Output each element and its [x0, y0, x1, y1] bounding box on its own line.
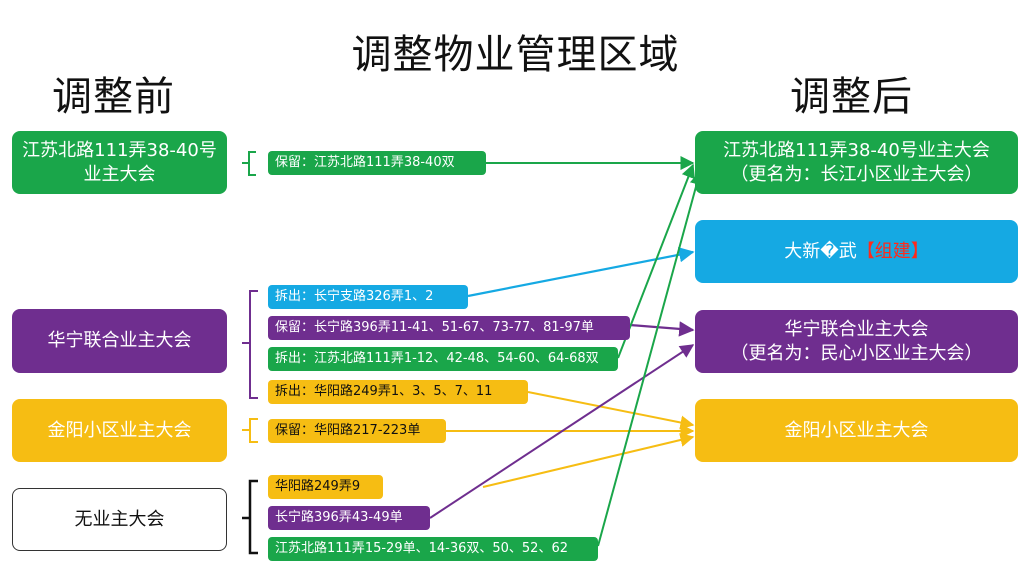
arrow-t7 [482, 433, 695, 488]
tag-changning-43-49: 长宁路396弄43-49单 [268, 506, 430, 530]
diagram-title: 调整物业管理区域 [351, 32, 680, 78]
before-jinyang-label: 金阳小区业主大会 [47, 419, 192, 441]
arrow-t9 [597, 170, 704, 547]
arrow-t5 [527, 391, 695, 430]
after-daxin-note: 【组建】 [856, 240, 929, 262]
before-heading: 调整前 [52, 74, 175, 120]
before-none-label: 无业主大会 [74, 508, 165, 530]
bracket-huaning [242, 290, 258, 399]
before-jiangsu-box: 江苏北路111弄38-40号业主大会 [12, 131, 227, 194]
bracket-jinyang [242, 418, 258, 443]
tag-jiangsu-mixed: 江苏北路111弄15-29单、14-36双、50、52、62 [268, 537, 598, 561]
after-jinyang-label: 金阳小区业主大会 [784, 419, 929, 441]
tag-keep-jiangsu: 保留：江苏北路111弄38-40双 [268, 151, 486, 175]
after-huaning-box: 华宁联合业主大会 （更名为：民心小区业主大会） [695, 310, 1018, 373]
after-huaning-line2: （更名为：民心小区业主大会） [730, 342, 983, 364]
tag-split-changning-zhilu: 拆出：长宁支路326弄1、2 [268, 285, 468, 309]
tag-split-jiangsu: 拆出：江苏北路111弄1-12、42-48、54-60、64-68双 [268, 347, 618, 371]
after-daxin-box: 大新�武【组建】 [695, 220, 1018, 283]
after-daxin-name: 大新�武 [784, 240, 857, 262]
before-huaning-label: 华宁联合业主大会 [47, 330, 192, 351]
after-huaning-line1: 华宁联合业主大会 [784, 318, 929, 340]
tag-keep-huayang: 保留：华阳路217-223单 [268, 419, 446, 443]
after-jiangsu-line2: （更名为：长江小区业主大会） [730, 163, 983, 185]
bracket-none [242, 479, 258, 555]
after-jinyang-box: 金阳小区业主大会 [695, 399, 1018, 462]
after-jiangsu-box: 江苏北路111弄38-40号业主大会 （更名为：长江小区业主大会） [695, 131, 1018, 194]
arrow-t8 [429, 344, 695, 519]
after-jiangsu-line1: 江苏北路111弄38-40号业主大会 [723, 139, 990, 161]
tag-split-huayang: 拆出：华阳路249弄1、3、5、7、11 [268, 380, 528, 404]
tag-keep-changning: 保留：长宁路396弄11-41、51-67、73-77、81-97单 [268, 316, 630, 340]
before-jiangsu-label: 江苏北路111弄38-40号业主大会 [22, 139, 217, 185]
before-jinyang-box: 金阳小区业主大会 [12, 399, 227, 462]
arrow-t2 [467, 247, 695, 298]
bracket-jiangsu [242, 151, 256, 176]
before-none-box: 无业主大会 [12, 488, 227, 551]
tag-huayang-9: 华阳路249弄9 [268, 475, 383, 499]
after-heading: 调整后 [790, 74, 913, 120]
before-huaning-box: 华宁联合业主大会 [12, 309, 227, 373]
arrow-t3 [629, 321, 695, 337]
arrow-t4 [617, 163, 695, 359]
